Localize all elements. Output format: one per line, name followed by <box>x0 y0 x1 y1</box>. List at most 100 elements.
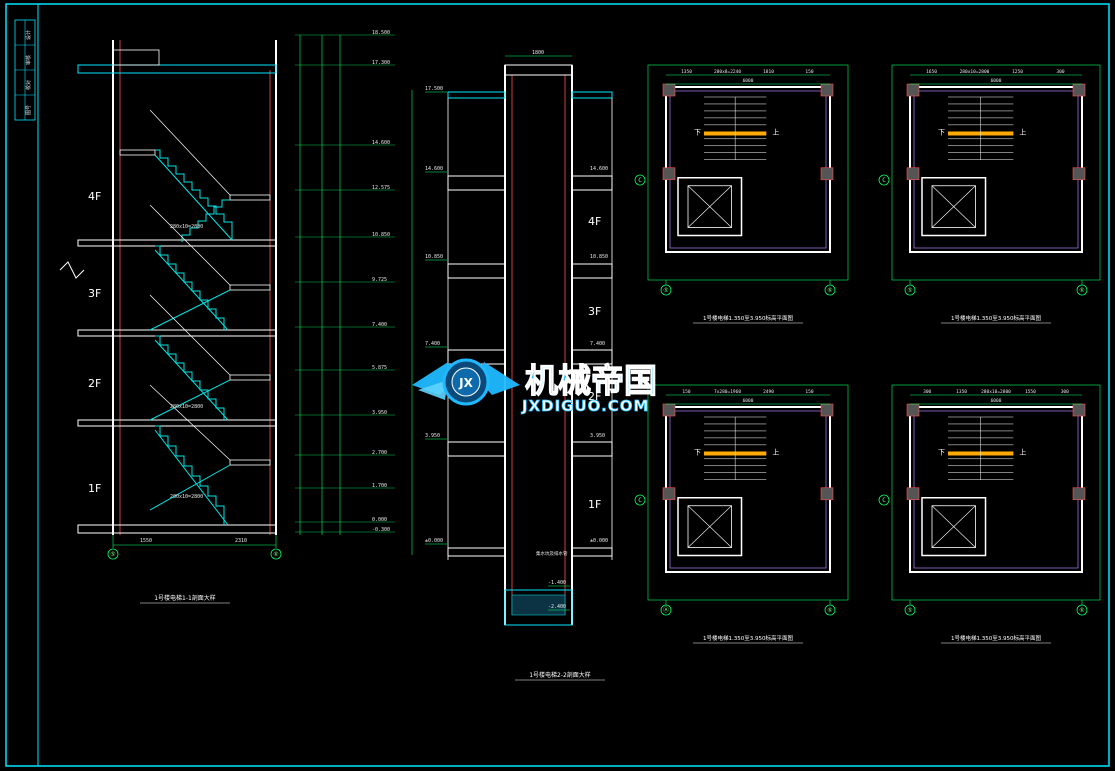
stair-up-mark: 上 <box>772 448 779 457</box>
pit-note: 集水坑及排水管 <box>536 550 568 557</box>
s2-elev-label: 7.400 <box>425 341 440 347</box>
s1-elev-label: 0.000 <box>372 517 387 523</box>
plan-axis-right: ⑥ <box>827 287 832 294</box>
s1-elev-label: 10.850 <box>372 232 390 238</box>
plan-axis-right: ⑥ <box>1079 287 1084 294</box>
plan-dim: 1350 <box>956 389 967 395</box>
s2-floor-2f: 2F <box>588 390 601 403</box>
stair-down-mark: 下 <box>938 449 945 457</box>
plan-axis-left: Ⓐ <box>663 606 669 614</box>
stair-dim-2: 280x10=2800 <box>170 404 203 410</box>
dim-bottom-2: 2310 <box>235 538 247 544</box>
plan-dim: 150 <box>805 69 813 75</box>
stair-up-mark: 上 <box>1019 448 1026 457</box>
s2-elev-label: 3.950 <box>425 433 440 439</box>
s2-floor-1f: 1F <box>588 498 601 511</box>
stair-dim-1: 280x10=2800 <box>170 224 203 230</box>
title-row-3: 校对 <box>25 80 32 90</box>
s2-elev-label: 17.500 <box>425 86 443 92</box>
s2-elev-label-right: 10.850 <box>590 254 608 260</box>
column <box>820 167 834 181</box>
plan-dim: 280x10=2800 <box>981 389 1011 395</box>
s2-top-dim: 1800 <box>532 50 544 56</box>
title-row-4: 图号 <box>26 105 32 115</box>
s2-elev-label-right: ±0.000 <box>590 538 608 544</box>
s1-elev-label: -0.300 <box>372 527 390 533</box>
plan-dim: 1810 <box>763 69 774 75</box>
column <box>1072 167 1086 181</box>
s2-elev-label-right: 7.400 <box>590 341 605 347</box>
stair-down-mark: 下 <box>694 129 701 137</box>
s1-elev-label: 12.575 <box>372 185 390 191</box>
column <box>820 83 834 97</box>
s1-elev-label: 17.300 <box>372 60 390 66</box>
plan-total-dim: 6000 <box>991 398 1002 404</box>
title-row-1: 设计 <box>25 30 32 40</box>
dim-bottom-1: 1550 <box>140 538 152 544</box>
plan-label: 1号楼电梯1.350至3.950标高平面图 <box>951 634 1041 642</box>
s1-elev-label: 9.725 <box>372 277 387 283</box>
plan-dim: 150 <box>805 389 813 395</box>
column <box>662 167 676 181</box>
plan-dim: 7x280=1960 <box>714 389 741 395</box>
s1-elev-label: 7.400 <box>372 322 387 328</box>
section-1-1-label: 1号楼电梯1-1剖面大样 <box>154 594 216 602</box>
plan-dim: 1350 <box>681 69 692 75</box>
column <box>906 83 920 97</box>
s1-elev-label: 3.950 <box>372 410 387 416</box>
plan-dim: 300 <box>923 389 931 395</box>
title-block: 设计 审核 校对 图号 <box>14 19 36 121</box>
plan-total-dim: 6000 <box>743 78 754 84</box>
plan-axis-right: ⑥ <box>1079 607 1084 614</box>
plan-dim: 300 <box>1061 389 1069 395</box>
stair-up-mark: 上 <box>1019 128 1026 137</box>
axis-c: C <box>638 177 642 184</box>
plan-total-dim: 6000 <box>991 78 1002 84</box>
axis-c: C <box>638 497 642 504</box>
watermark-name: 机械帝国 <box>525 361 657 400</box>
plan-dim: 150 <box>682 389 690 395</box>
plan-label: 1号楼电梯1.350至3.950标高平面图 <box>703 634 793 642</box>
s2-elev-label: 14.600 <box>425 166 443 172</box>
axis-6-s1: ⑥ <box>273 551 278 558</box>
plan-axis-left: ⑤ <box>907 607 912 614</box>
plan-axis-right: ⑥ <box>827 607 832 614</box>
s2-elev-label-right: 14.600 <box>590 166 608 172</box>
s2-elev-label: ±0.000 <box>425 538 443 544</box>
plan-dim: 280x10=2800 <box>960 69 990 75</box>
floor-label-4f: 4F <box>88 190 101 203</box>
plan-dim: 1550 <box>1025 389 1036 395</box>
stair-down-mark: 下 <box>694 449 701 457</box>
plan-label: 1号楼电梯1.350至3.950标高平面图 <box>703 314 793 322</box>
plan-axis-left: ⑤ <box>663 287 668 294</box>
title-row-2: 审核 <box>25 55 32 65</box>
axis-c: C <box>882 177 886 184</box>
axis-5-s1: ⑤ <box>110 551 115 558</box>
elevator-shaft <box>921 177 987 237</box>
column <box>906 487 920 501</box>
plan-dim: 1250 <box>1012 69 1023 75</box>
sheet-inner-frame <box>37 3 1110 767</box>
column <box>1072 83 1086 97</box>
column <box>1072 487 1086 501</box>
column <box>662 83 676 97</box>
floor-label-3f: 3F <box>88 287 101 300</box>
s2-elev-label: -1.400 <box>548 580 566 586</box>
column <box>662 487 676 501</box>
column <box>820 487 834 501</box>
floor-label-2f: 2F <box>88 377 101 390</box>
watermark-badge: JX <box>458 376 473 390</box>
elevator-shaft <box>921 497 987 557</box>
s2-elev-label-right: 3.950 <box>590 433 605 439</box>
plan-dim: 2490 <box>763 389 774 395</box>
section-1-1-stair: 4F 3F 2F 1F 280x10=2800 280x10=2800 280x… <box>59 40 282 604</box>
watermark-logo: JX 机械帝国 JXDIGUO.COM <box>412 358 658 415</box>
axis-c: C <box>882 497 886 504</box>
s2-elev-label: -2.400 <box>548 604 566 610</box>
s1-elev-label: 1.700 <box>372 483 387 489</box>
elevator-shaft <box>677 177 743 237</box>
